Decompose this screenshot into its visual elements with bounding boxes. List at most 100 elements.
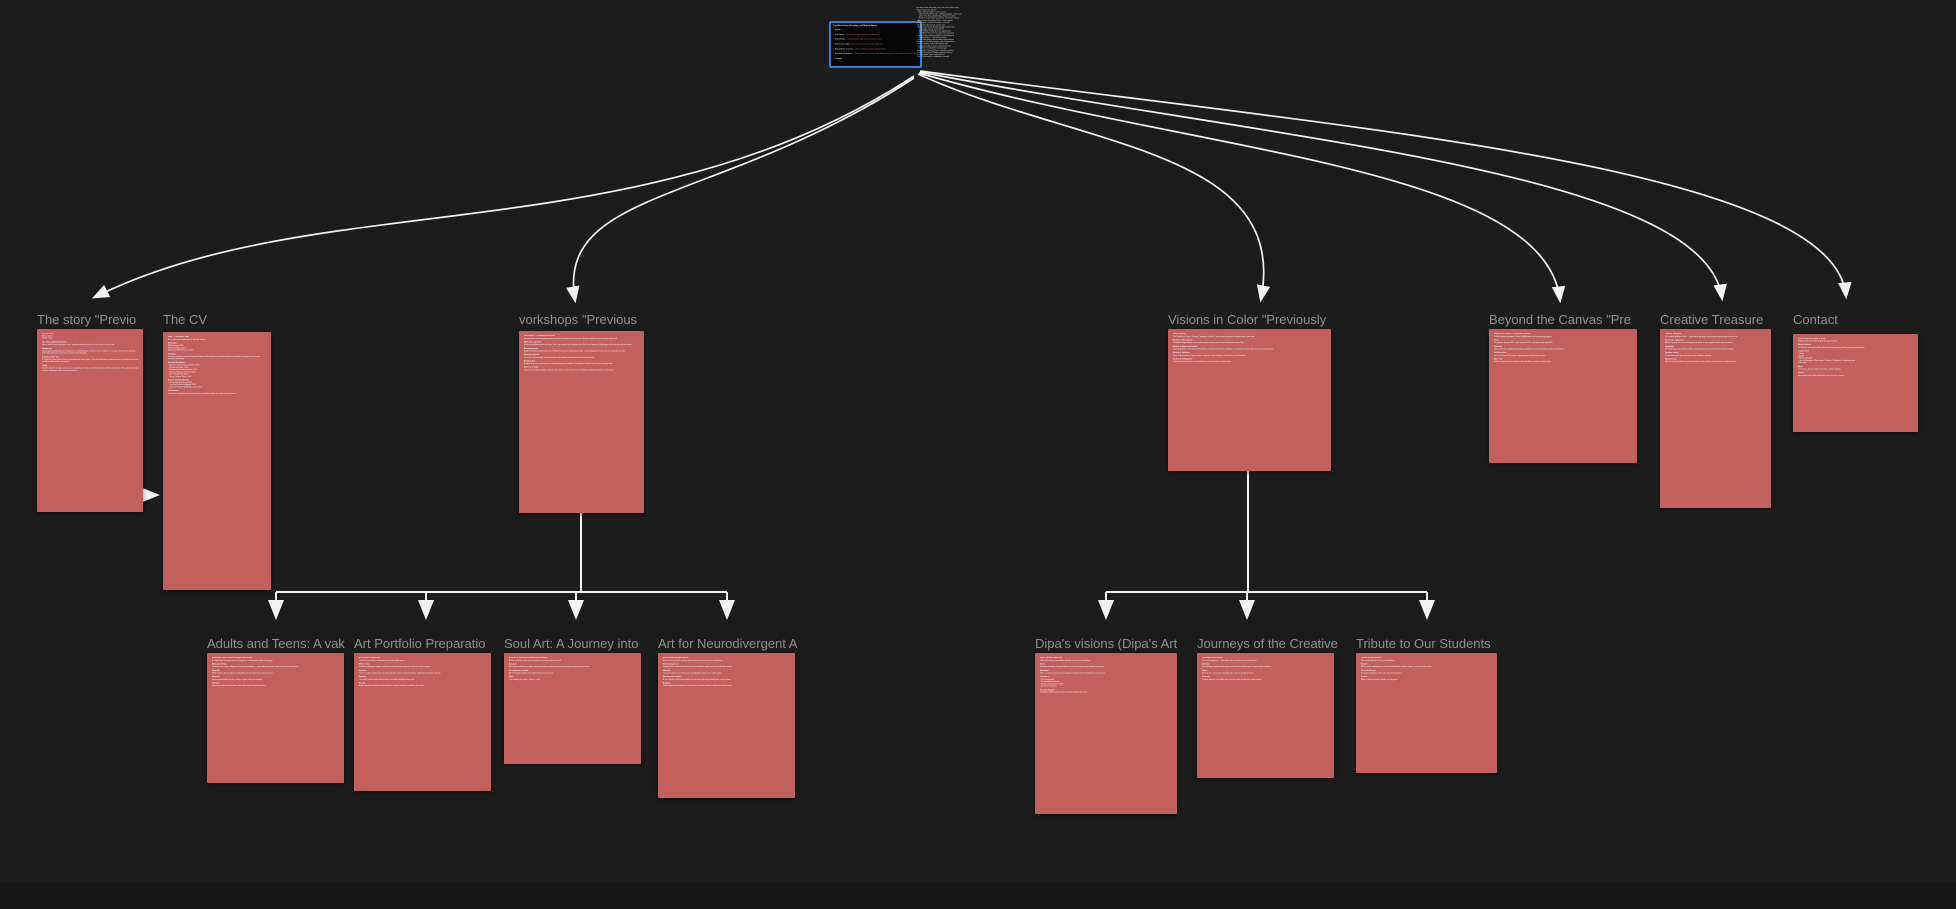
card-section-heading: Outreach [1494, 345, 1502, 348]
card-title: Art Portfolio Preparatio [354, 636, 486, 651]
node-menu-item-label: Home [834, 28, 841, 31]
bullet-icon: • [833, 57, 834, 60]
card-section-heading: Beginnings [42, 347, 52, 350]
card-body-the-story[interactable]: Slug: the-story Status: draft Parent: Ho… [37, 329, 143, 512]
card-section-text: Opening hours, directions, accessibility… [1173, 360, 1232, 363]
node-menu-item-note: press, outreach and collaborations [854, 47, 887, 50]
card-section-heading: Families corner [1665, 351, 1679, 354]
card-body-dipas-visions[interactable]: Dipa's visions (Dipa's Art)Selected pain… [1035, 653, 1177, 814]
card-section-heading: Teaching [168, 353, 176, 355]
card-section-heading: Seasonal specials [524, 353, 540, 356]
card-section-text: Portraits of awardees with a line from t… [1361, 672, 1403, 674]
card-section-heading: Highlights [1665, 345, 1674, 348]
card-soul-art[interactable]: Soul Art: A Journey into Soul Art: A Jou… [504, 636, 641, 764]
card-section-text: Full-width image from last year's show, … [1173, 341, 1245, 344]
card-section-heading: Class of this year [1361, 669, 1376, 672]
sitemap-outline-text: Dipa Art School Site Map (Start and Fina… [916, 7, 963, 58]
node-menu-item-label: Creative Treasures [834, 52, 853, 55]
card-section-text: Two mock reviews with outside artists an… [359, 678, 416, 681]
card-section-text: An eight-week evening course for beginne… [212, 659, 273, 662]
card-journeys-of-the-creative[interactable]: Journeys of the Creative Journeys of the… [1197, 636, 1338, 778]
card-section-heading: Dipa's visions (Dipa's Art) [1040, 657, 1063, 659]
card-visions-in-color[interactable]: Visions in Color "Previously Why it matt… [1168, 312, 1331, 471]
card-section-heading: What you will try [212, 663, 227, 666]
card-section-heading: Collaborations [1494, 351, 1507, 354]
card-title: Tribute to Our Students [1356, 636, 1491, 651]
card-section-heading: Working with families [663, 675, 682, 678]
card-contact[interactable]: Contact Reach us by form, phone or email… [1793, 312, 1918, 432]
card-section-heading: Studio address [1798, 344, 1812, 346]
card-title: Journeys of the Creative [1197, 636, 1338, 651]
card-section-heading: Section 3: Galleries [1173, 351, 1190, 354]
card-body-adults-and-teens[interactable]: Adults and Teens: A walk through mixed m… [207, 653, 344, 783]
sitemap-outline-note[interactable]: Dipa Art School Site Map (Start and Fina… [916, 7, 1076, 69]
card-section-text: A short intake conversation before the f… [663, 678, 732, 681]
edge-root-to-beyond [918, 72, 1566, 304]
card-section-heading: Hours [1798, 365, 1804, 368]
card-section-heading: When [509, 675, 514, 678]
card-section-heading: Awards [1361, 663, 1368, 666]
card-section-text: Tue to Sun, 10:00 to 18:00. Closed on pu… [1798, 368, 1842, 370]
card-section-heading: Structure [359, 669, 368, 672]
card-section-text: Graphite, ink, acrylic, collage and simp… [212, 665, 300, 668]
card-section-heading: Statement [1040, 669, 1049, 672]
card-section-text: Winners from previous festivals, year by… [1361, 678, 1398, 681]
card-body-soul-art[interactable]: Soul Art: A Journey into expressive pain… [504, 653, 641, 764]
card-workshops[interactable]: vorkshops "Previous Workshops — Previous… [519, 312, 644, 513]
card-section-text: Wednesdays 18:30 to 20:30, or Saturday m… [212, 672, 274, 674]
edge-root-to-creative [919, 71, 1727, 302]
card-section-text: Monsoon windows, Courtyard light, Portra… [1040, 665, 1105, 668]
card-title: Visions in Color "Previously [1168, 312, 1327, 327]
card-section-text: Current students can submit one piece pe… [1202, 678, 1262, 681]
card-section-heading: Creative Treasures [1665, 333, 1682, 335]
node-menu-item: •The Storywhat the school is and how it … [833, 33, 920, 36]
node-menu-item: •Beyond the Canvaspress, outreach and co… [833, 47, 920, 51]
card-tribute-to-our-students[interactable]: Tribute to Our Students Tribute to Our S… [1356, 636, 1497, 773]
card-art-portfolio-preparation[interactable]: Art Portfolio Preparatio Art Portfolio P… [354, 636, 491, 791]
card-section-text: Gather images and permissions, then rebu… [1494, 360, 1552, 363]
card-section-heading: Schedule [212, 669, 221, 672]
card-section-text: The Festival of Colors: Through Creativi… [1173, 335, 1256, 338]
card-section-text: Groups of four with two facilitators; vi… [663, 665, 733, 668]
card-section-heading: A Studio of Our Own [42, 356, 60, 358]
card-section-heading: Recurring series [524, 347, 539, 350]
card-title: Adults and Teens: A vak [207, 636, 345, 651]
card-section-text: Joint workshops with makers, photographe… [1494, 354, 1546, 357]
card-section-text: Guided mentorship for school and univers… [359, 659, 405, 662]
card-section-text: One Sunday per month, 10:00 to 13:00. [509, 678, 541, 681]
card-section-heading: Reviews [359, 675, 367, 678]
card-beyond-the-canvas[interactable]: Beyond the Canvas "Pre Beyond the Canvas… [1489, 312, 1637, 463]
card-section-text: First portraits, colour-theory studies, … [1665, 348, 1735, 350]
card-body-contact[interactable]: Reach us by form, phone or email. Replie… [1793, 334, 1918, 432]
card-section-heading: Workshops — Previously on the site [524, 335, 556, 337]
edge-root-to-contact [919, 70, 1852, 300]
card-section-heading: Sections [1202, 663, 1210, 666]
card-section-text: Founder and lead instructor, Dipa Art Sc… [168, 355, 261, 360]
card-the-story[interactable]: The story "Previo Slug: the-story Status… [37, 312, 143, 512]
card-art-for-neurodivergent[interactable]: Art for Neurodivergent A Art for Neurodi… [658, 636, 797, 798]
node-menu-item: •Creative Treasuresstudent gallery archi… [833, 52, 920, 56]
card-section-text: Move to a lighter gallery layout; load i… [1665, 360, 1737, 363]
card-dipas-visions[interactable]: Dipa's visions (Dipa's Art Dipa's vision… [1035, 636, 1177, 814]
card-section-heading: Archive [1361, 675, 1368, 678]
card-adults-and-teens[interactable]: Adults and Teens: A vak Adults and Teens… [207, 636, 345, 783]
root-node-title: Top Menu Items (Desktop and Mobile Menu) [833, 24, 877, 27]
card-section-heading: Art for Neurodivergent Artists [663, 657, 689, 659]
card-title: The CV [163, 312, 208, 327]
canvas-bottom-band [0, 883, 1956, 909]
node-menu-item: •Workshopscurrent series and how to book… [833, 38, 920, 41]
card-section-text: Rolling admission through the contact fo… [663, 684, 733, 687]
root-node-top-menu[interactable]: Top Menu Items (Desktop and Mobile Menu)… [829, 21, 922, 68]
